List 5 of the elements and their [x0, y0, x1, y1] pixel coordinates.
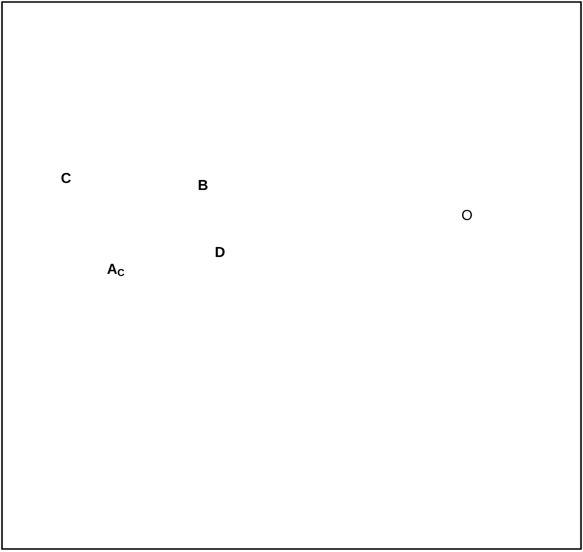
letter-label: A$_{C}$: [107, 264, 124, 276]
letter-label: B: [198, 180, 208, 190]
letter-label: C: [61, 172, 71, 184]
letter-label: D: [216, 247, 225, 257]
letter-label: O: [462, 210, 472, 220]
